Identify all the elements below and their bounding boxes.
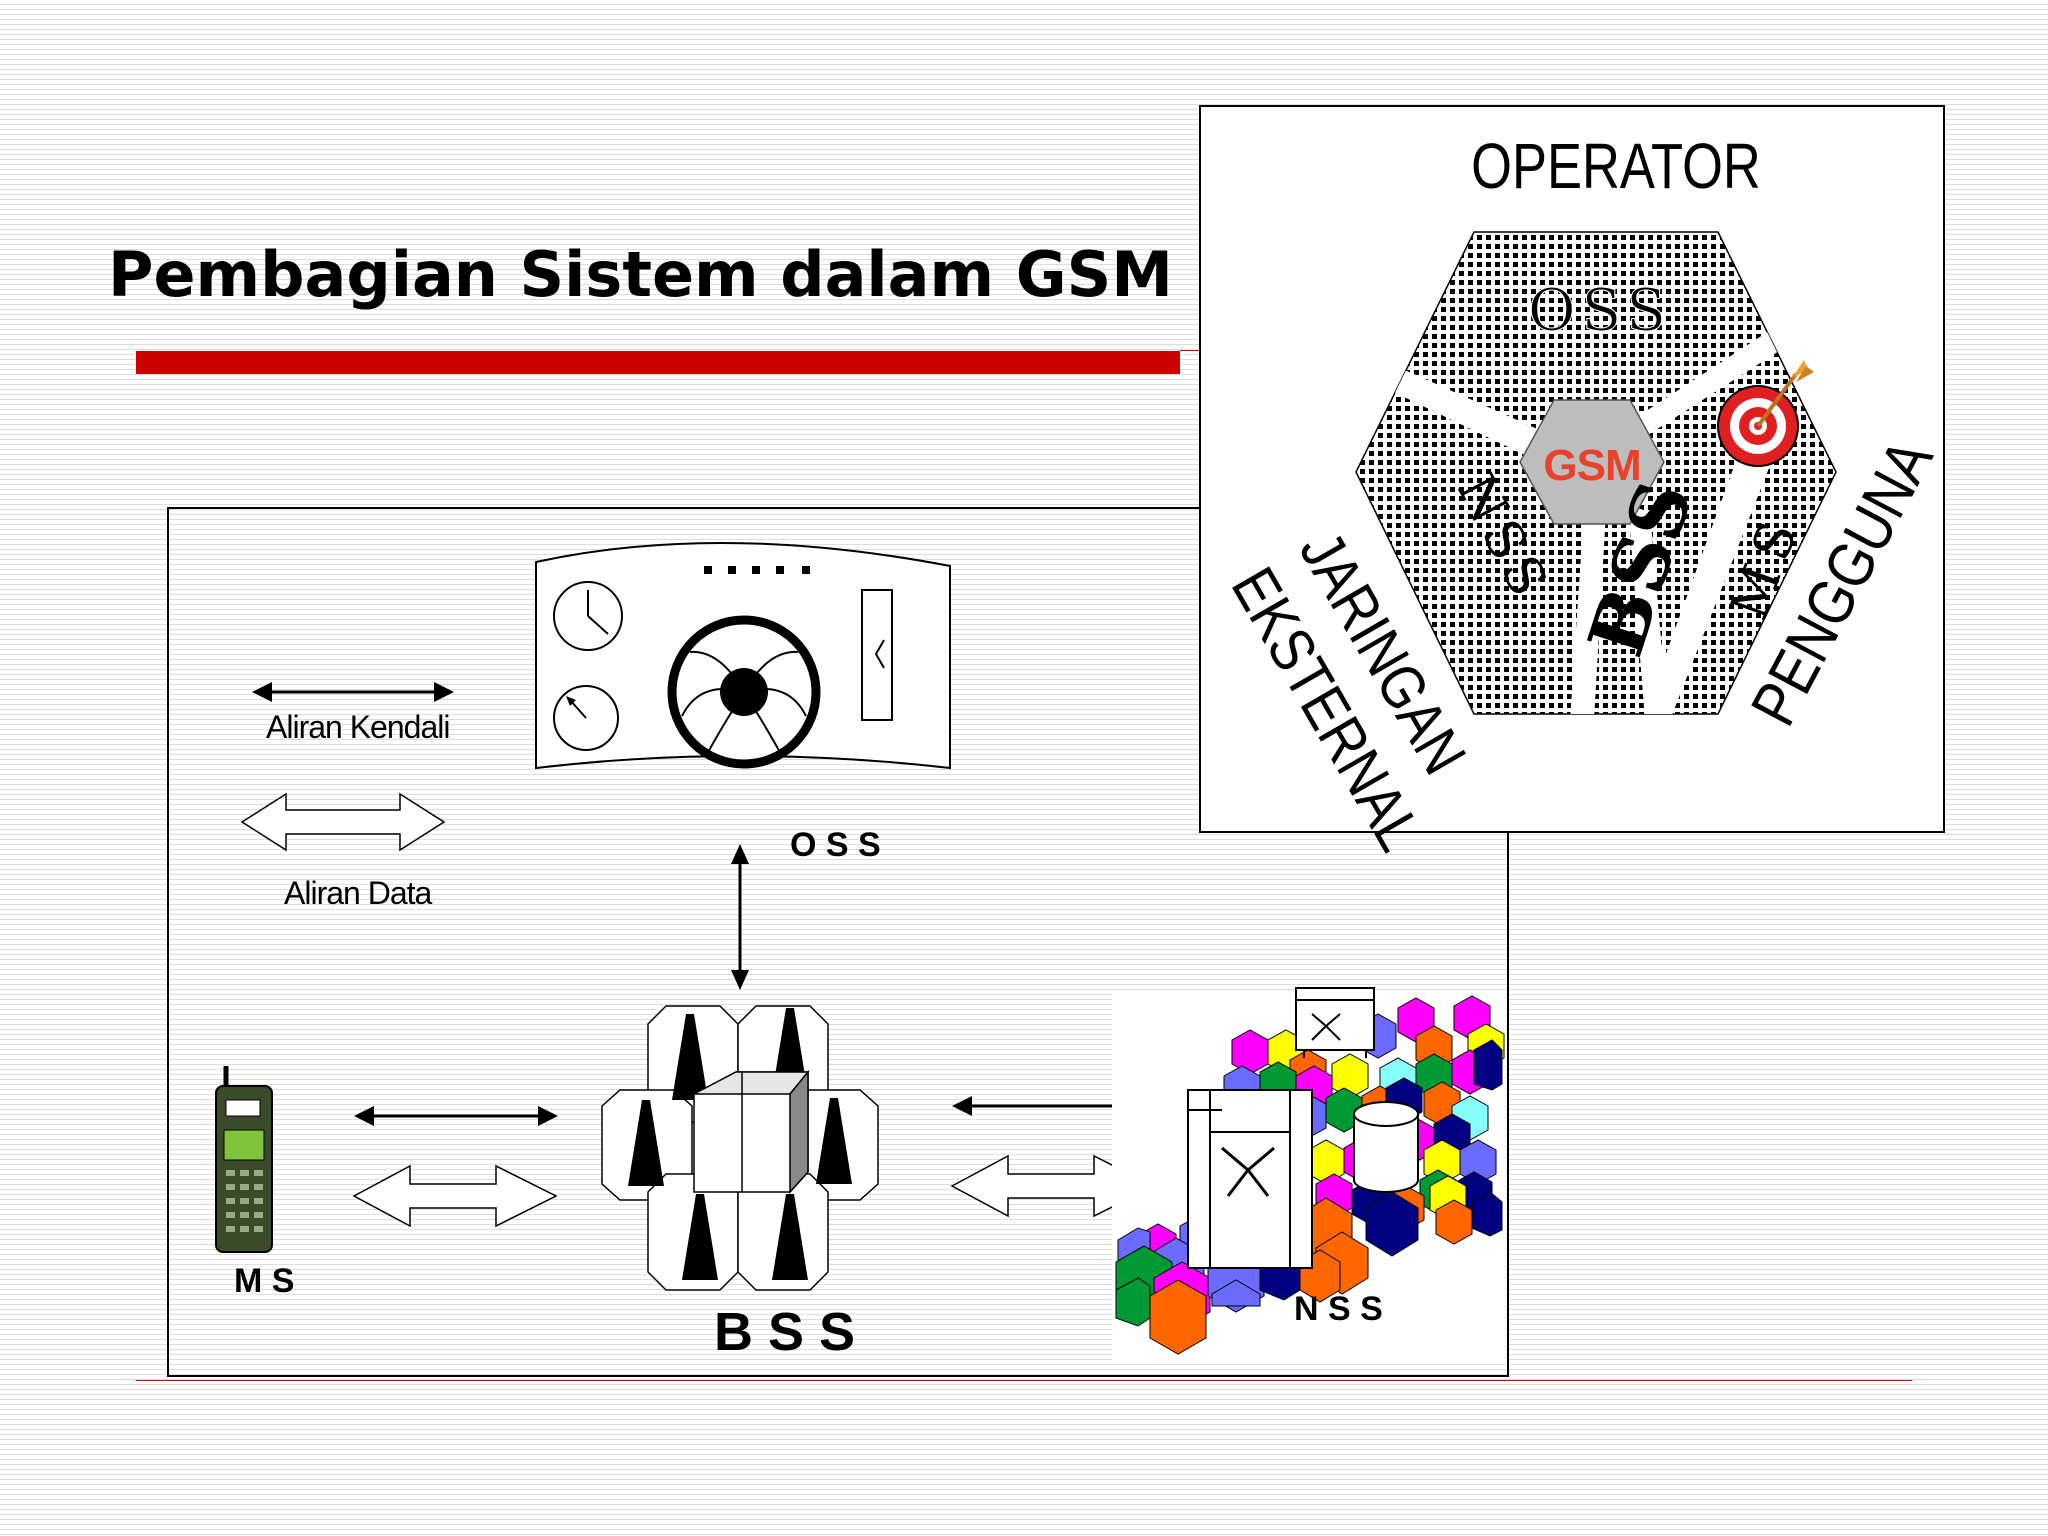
footer-line xyxy=(136,1380,1912,1381)
legend: Aliran Kendali Aliran Data xyxy=(240,682,454,911)
ms-node-label: M S xyxy=(234,1262,294,1300)
control-flow-label: Aliran Kendali xyxy=(266,709,449,745)
console-indicator-dots xyxy=(704,566,810,574)
hex-oss-label: OSS xyxy=(1528,276,1672,344)
target-icon xyxy=(1717,360,1814,467)
operator-label: OPERATOR xyxy=(1471,131,1761,202)
level-meter-icon xyxy=(861,589,893,721)
nss-switch-box-top xyxy=(1295,987,1375,1058)
nss-node-label: N S S xyxy=(1294,1290,1383,1328)
clock-gauge-icon xyxy=(553,581,623,651)
gsm-hexagon-panel: GSM OPERATOR OSS NSS BSS MS JARINGAN EKS… xyxy=(1199,105,1947,862)
gsm-logo-text: GSM xyxy=(1543,441,1640,490)
gsm-logo-hexagon xyxy=(1519,399,1665,525)
bss-switch-box xyxy=(693,1069,810,1194)
title-underline-bar xyxy=(136,351,1180,374)
data-flow-arrow xyxy=(240,792,446,852)
main-diagram-frame xyxy=(167,507,1509,1377)
ms-bss-data-arrow xyxy=(352,1164,558,1228)
database-cylinder-icon xyxy=(1353,1101,1419,1193)
oss-bss-control-arrow xyxy=(731,844,749,990)
ms-bss-control-arrow xyxy=(354,1106,558,1126)
data-flow-label: Aliran Data xyxy=(284,875,433,911)
control-flow-arrow xyxy=(252,682,454,702)
slide-title: Pembagian Sistem dalam GSM xyxy=(108,238,1173,311)
steering-wheel-icon xyxy=(667,615,821,769)
pointer-gauge-icon xyxy=(553,685,619,751)
oss-console xyxy=(535,541,951,770)
bss-node-label: B S S xyxy=(714,1302,855,1362)
mobile-phone-icon xyxy=(215,1066,273,1253)
oss-node-label: O S S xyxy=(790,826,881,864)
nss-switch-box-main xyxy=(1187,1089,1313,1269)
nss-colored-cells xyxy=(1115,995,1505,1355)
cell-tower-icons xyxy=(628,1008,852,1280)
